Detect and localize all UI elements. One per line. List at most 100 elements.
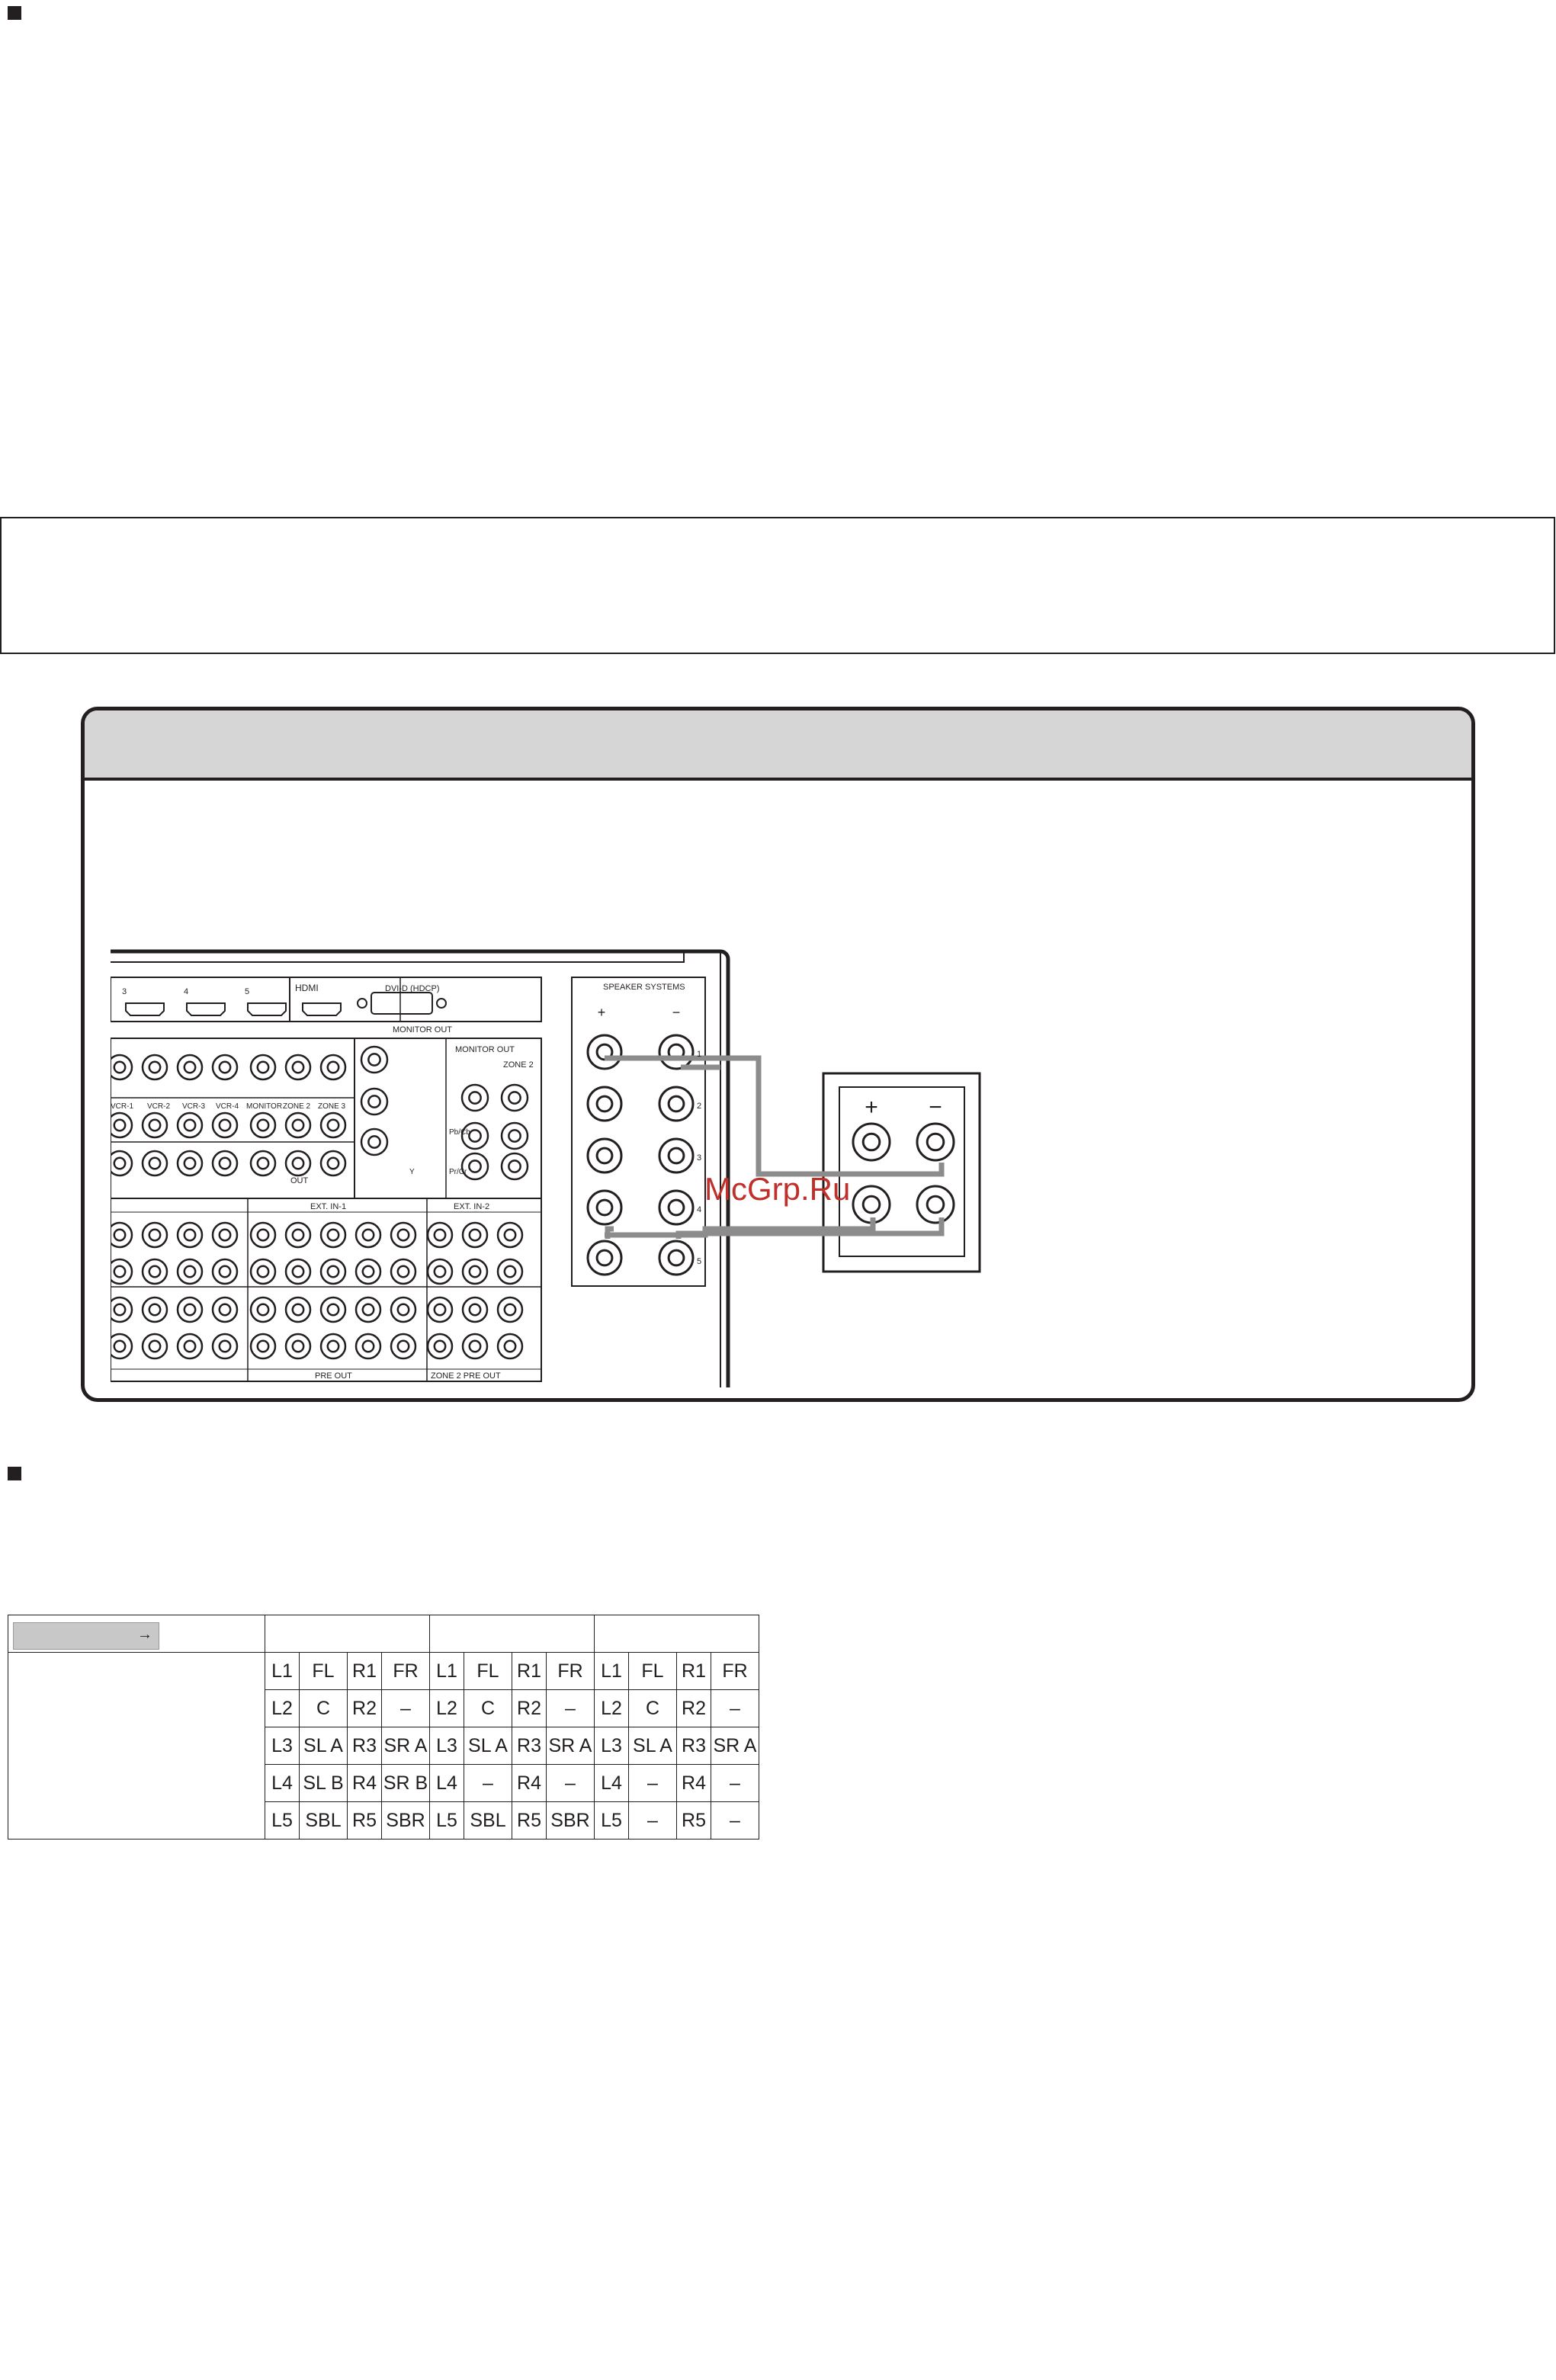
table-cell: – (381, 1689, 430, 1727)
table-cell: R4 (676, 1764, 711, 1802)
hdmi-num-5: 5 (245, 987, 249, 996)
rca-jack-center (367, 1053, 381, 1067)
table-cell: L5 (265, 1801, 300, 1840)
rca-jack-center (113, 1156, 127, 1170)
rca-jack (111, 1221, 133, 1249)
rca-jack (249, 1150, 277, 1177)
watermark-text: McGrp.Ru (704, 1171, 851, 1207)
rca-jack (141, 1258, 168, 1285)
rca-jack-center (256, 1228, 270, 1242)
speaker-terminal-plus-center (595, 1198, 614, 1217)
rca-jack-center (396, 1303, 410, 1317)
ypbpr-y: Y (409, 1168, 415, 1176)
rca-jack-center (256, 1156, 270, 1170)
rca-jack (211, 1111, 239, 1139)
rca-jack-center (291, 1060, 305, 1074)
rca-jack-center (326, 1339, 340, 1353)
speaker-minus-terminal (916, 1122, 955, 1162)
speaker-terminal-minus (658, 1240, 695, 1276)
table-cell: R5 (676, 1801, 711, 1840)
speaker-plus-terminal-center (861, 1195, 881, 1214)
table-cell: – (711, 1801, 759, 1840)
speaker-minus-terminal-center (926, 1132, 945, 1152)
rca-jack (176, 1258, 204, 1285)
monitor-out-label-2: MONITOR OUT (455, 1045, 515, 1054)
rca-jack-center (433, 1339, 447, 1353)
speaker-terminal-plus (586, 1034, 623, 1070)
speaker-terminal-plus (586, 1086, 623, 1122)
rca-jack-center (433, 1228, 447, 1242)
table-cell: L2 (594, 1689, 629, 1727)
rca-jack-center (468, 1265, 482, 1278)
speaker-terminal-plus (586, 1137, 623, 1174)
table-cell: – (711, 1764, 759, 1802)
hdmi-num-3: 3 (122, 987, 127, 996)
rca-jack (111, 1258, 133, 1285)
table-cell: FL (299, 1652, 348, 1690)
rca-jack-center (183, 1339, 197, 1353)
rca-jack-center (367, 1095, 381, 1108)
rca-jack (426, 1333, 454, 1360)
rca-jack (284, 1296, 312, 1323)
terminal-minus-icon: − (672, 1005, 681, 1020)
terminal-number: 1 (697, 1050, 701, 1059)
rca-jack-center (218, 1303, 232, 1317)
hdmi-num-4: 4 (184, 987, 188, 996)
table-cell: C (299, 1689, 348, 1727)
rca-jack-center (256, 1118, 270, 1132)
zone2-pre-out-label: ZONE 2 PRE OUT (431, 1371, 501, 1381)
rca-jack (176, 1296, 204, 1323)
terminal-number: 5 (697, 1257, 701, 1266)
speaker-terminal-plus-center (595, 1095, 614, 1113)
rca-jack (461, 1221, 489, 1249)
rca-jack-center (218, 1339, 232, 1353)
rca-jack-center (468, 1160, 482, 1173)
rca-jack-center (326, 1118, 340, 1132)
table-cell: L5 (594, 1801, 629, 1840)
table-header-group-3 (594, 1615, 759, 1653)
rca-jack (500, 1121, 529, 1150)
rca-jack (426, 1221, 454, 1249)
arrow-icon: → (137, 1626, 152, 1643)
table-cell: C (464, 1689, 512, 1727)
row-label-vcr1: VCR-1 (111, 1102, 133, 1111)
rca-jack-center (396, 1228, 410, 1242)
rca-jack-center (326, 1228, 340, 1242)
rca-jack (249, 1221, 277, 1249)
rca-jack-center (396, 1265, 410, 1278)
rca-jack-center (291, 1228, 305, 1242)
rca-jack-center (468, 1303, 482, 1317)
rca-jack-center (361, 1339, 375, 1353)
table-cell: L3 (429, 1727, 464, 1765)
rca-jack (319, 1150, 347, 1177)
rca-jack-center (148, 1228, 162, 1242)
rca-jack (176, 1054, 204, 1081)
section-bullet-top (8, 6, 21, 20)
speaker-terminal-minus (658, 1137, 695, 1174)
rca-jack-center (183, 1303, 197, 1317)
table-cell: – (711, 1689, 759, 1727)
row-label-monitor: MONITOR (246, 1102, 282, 1111)
rca-jack-center (256, 1060, 270, 1074)
table-cell: L4 (429, 1764, 464, 1802)
table-cell: SR B (381, 1764, 430, 1802)
table-cell: L2 (429, 1689, 464, 1727)
rca-jack (355, 1333, 382, 1360)
rca-jack-center (396, 1339, 410, 1353)
rca-jack-center (113, 1339, 127, 1353)
rca-jack (461, 1333, 489, 1360)
speaker-terminal-minus-center (667, 1198, 685, 1217)
rca-jack (211, 1333, 239, 1360)
rca-jack-center (291, 1339, 305, 1353)
rca-jack-center (218, 1156, 232, 1170)
rca-jack-center (256, 1339, 270, 1353)
rca-jack (111, 1296, 133, 1323)
ext-in1-label: EXT. IN-1 (310, 1202, 346, 1211)
rca-jack (249, 1111, 277, 1139)
rca-jack-center (326, 1303, 340, 1317)
rca-jack-center (183, 1156, 197, 1170)
rca-jack (141, 1054, 168, 1081)
